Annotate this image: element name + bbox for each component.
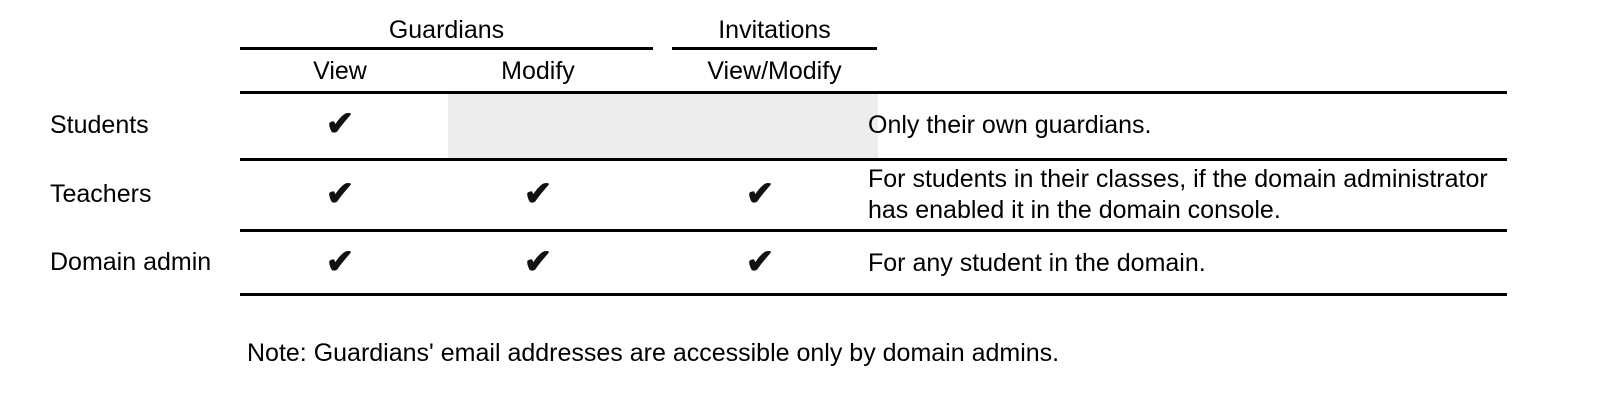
table-footnote: Note: Guardians' email addresses are acc… bbox=[247, 339, 1060, 367]
cell-domain-admin-invitations-view-modify-check: ✔ bbox=[745, 243, 775, 281]
table-bottom-rule bbox=[240, 293, 1507, 296]
row-label-teachers: Teachers bbox=[50, 180, 152, 208]
cell-students-unavailable-shade bbox=[448, 94, 878, 158]
cell-teachers-guardians-view-check: ✔ bbox=[325, 175, 355, 213]
column-group-invitations: Invitations bbox=[718, 16, 831, 44]
column-group-guardians: Guardians bbox=[388, 16, 505, 44]
row-description-domain-admin: For any student in the domain. bbox=[868, 249, 1206, 277]
row-description-students: Only their own guardians. bbox=[868, 111, 1152, 139]
cell-students-guardians-view-check: ✔ bbox=[325, 105, 355, 143]
cell-teachers-invitations-view-modify-check: ✔ bbox=[745, 175, 775, 213]
header-bottom-rule bbox=[240, 91, 1507, 94]
row-description-teachers: For students in their classes, if the do… bbox=[868, 165, 1488, 224]
row-rule-after-teachers bbox=[240, 229, 1507, 232]
cell-domain-admin-guardians-view-check: ✔ bbox=[325, 243, 355, 281]
row-rule-after-students bbox=[240, 158, 1507, 161]
column-header-view: View bbox=[313, 57, 367, 85]
group-rule-invitations bbox=[672, 47, 877, 50]
cell-domain-admin-guardians-modify-check: ✔ bbox=[523, 243, 553, 281]
column-header-modify: Modify bbox=[501, 57, 575, 85]
group-rule-guardians bbox=[240, 47, 653, 50]
column-header-view-modify: View/Modify bbox=[707, 57, 842, 85]
row-label-students: Students bbox=[50, 111, 149, 139]
cell-teachers-guardians-modify-check: ✔ bbox=[523, 175, 553, 213]
row-label-domain-admin: Domain admin bbox=[50, 248, 212, 276]
